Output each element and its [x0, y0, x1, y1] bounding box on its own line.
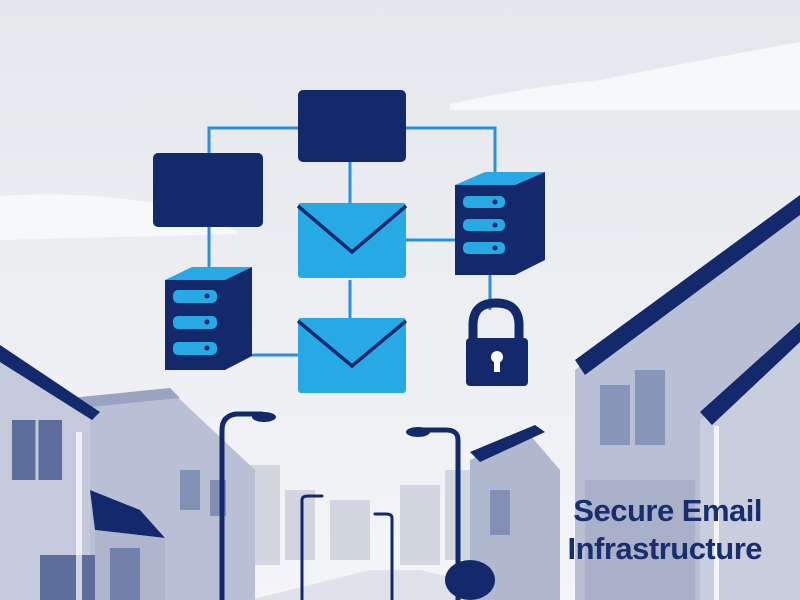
server-icon [165, 267, 252, 370]
street-lamp-icon [300, 494, 394, 600]
server-icon [455, 172, 545, 275]
caption-line-1: Secure Email [573, 493, 762, 528]
caption-line-2: Infrastructure [567, 531, 762, 566]
monitor-icon [298, 90, 406, 162]
street-lamp-icon [219, 411, 461, 600]
left-houses [0, 345, 255, 600]
distant-buildings [235, 465, 480, 565]
envelope-icon [296, 318, 408, 393]
padlock-icon [466, 298, 528, 386]
cloud-right [450, 42, 800, 110]
caption: Secure Email Infrastructure [567, 492, 762, 568]
monitor-icon [153, 153, 263, 227]
right-houses [445, 195, 800, 600]
envelope-icon [296, 203, 408, 278]
cloud-left [0, 194, 240, 240]
